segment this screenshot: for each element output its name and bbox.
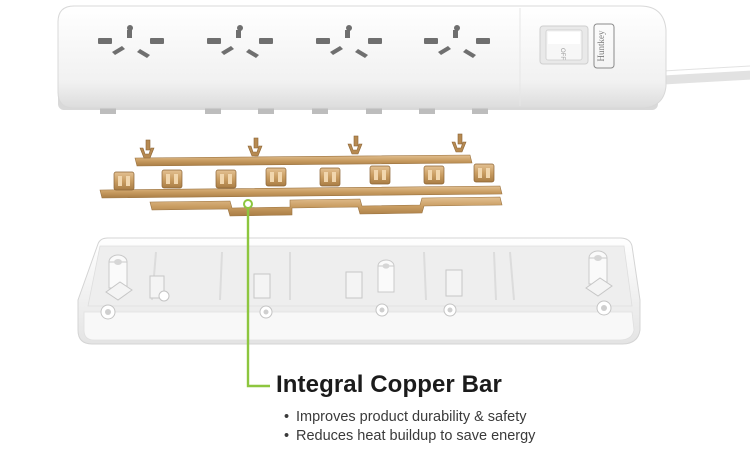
socket-3 — [316, 25, 382, 58]
power-switch: OFF — [539, 25, 589, 65]
callout-title: Integral Copper Bar — [276, 371, 502, 398]
callout-bullet-list: •Improves product durability & safety •R… — [284, 408, 535, 446]
brand-logo: Huntkey — [593, 23, 615, 69]
switch-off-label: OFF — [559, 48, 565, 60]
socket-4 — [424, 25, 490, 58]
power-strip-top-cover: OFF Huntkey — [57, 5, 750, 114]
callout-bullet-1-text: Improves product durability & safety — [296, 409, 527, 425]
brand-logo-text: Huntkey — [596, 30, 606, 61]
callout-leader-line — [243, 199, 270, 388]
callout-bullet-2-text: Reduces heat buildup to save energy — [296, 428, 536, 444]
callout-bullet-2: •Reduces heat buildup to save energy — [284, 428, 536, 444]
callout-bullet-1: •Improves product durability & safety — [284, 409, 527, 425]
socket-2 — [207, 25, 273, 58]
leader-anchor-dot — [243, 199, 253, 209]
integral-copper-bar — [99, 133, 503, 217]
power-strip-base-housing — [77, 237, 641, 345]
socket-1 — [98, 25, 164, 58]
